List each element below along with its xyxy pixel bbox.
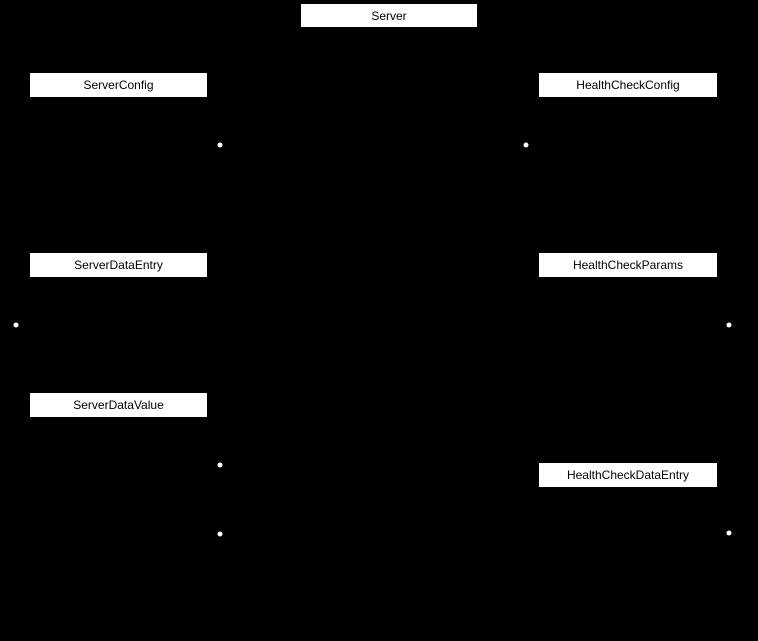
edge-endpoint-dot[interactable]: [726, 322, 732, 328]
edge-endpoint-dot[interactable]: [726, 530, 732, 536]
class-node-label: HealthCheckDataEntry: [566, 468, 690, 482]
class-node-server-config[interactable]: ServerConfig: [29, 72, 208, 98]
class-node-label: ServerDataEntry: [74, 258, 163, 272]
class-node-health-check-params[interactable]: HealthCheckParams: [538, 252, 718, 278]
edge-endpoint-dot[interactable]: [13, 322, 19, 328]
class-node-label: ServerDataValue: [73, 398, 164, 412]
class-node-server-data-value[interactable]: ServerDataValue: [29, 392, 208, 418]
class-node-health-check-config[interactable]: HealthCheckConfig: [538, 72, 718, 98]
class-node-label: ServerConfig: [83, 78, 154, 92]
class-node-label: HealthCheckParams: [572, 258, 684, 272]
edge-endpoint-dot[interactable]: [523, 142, 529, 148]
class-node-label: HealthCheckConfig: [576, 78, 680, 92]
edge-endpoint-dot[interactable]: [217, 531, 223, 537]
edge-endpoint-dot[interactable]: [217, 142, 223, 148]
class-node-label: Server: [371, 8, 407, 23]
class-node-server-data-entry[interactable]: ServerDataEntry: [29, 252, 208, 278]
class-node-server[interactable]: Server: [300, 3, 478, 28]
edge-endpoint-dot[interactable]: [217, 462, 223, 468]
class-node-health-check-data-entry[interactable]: HealthCheckDataEntry: [538, 462, 718, 488]
